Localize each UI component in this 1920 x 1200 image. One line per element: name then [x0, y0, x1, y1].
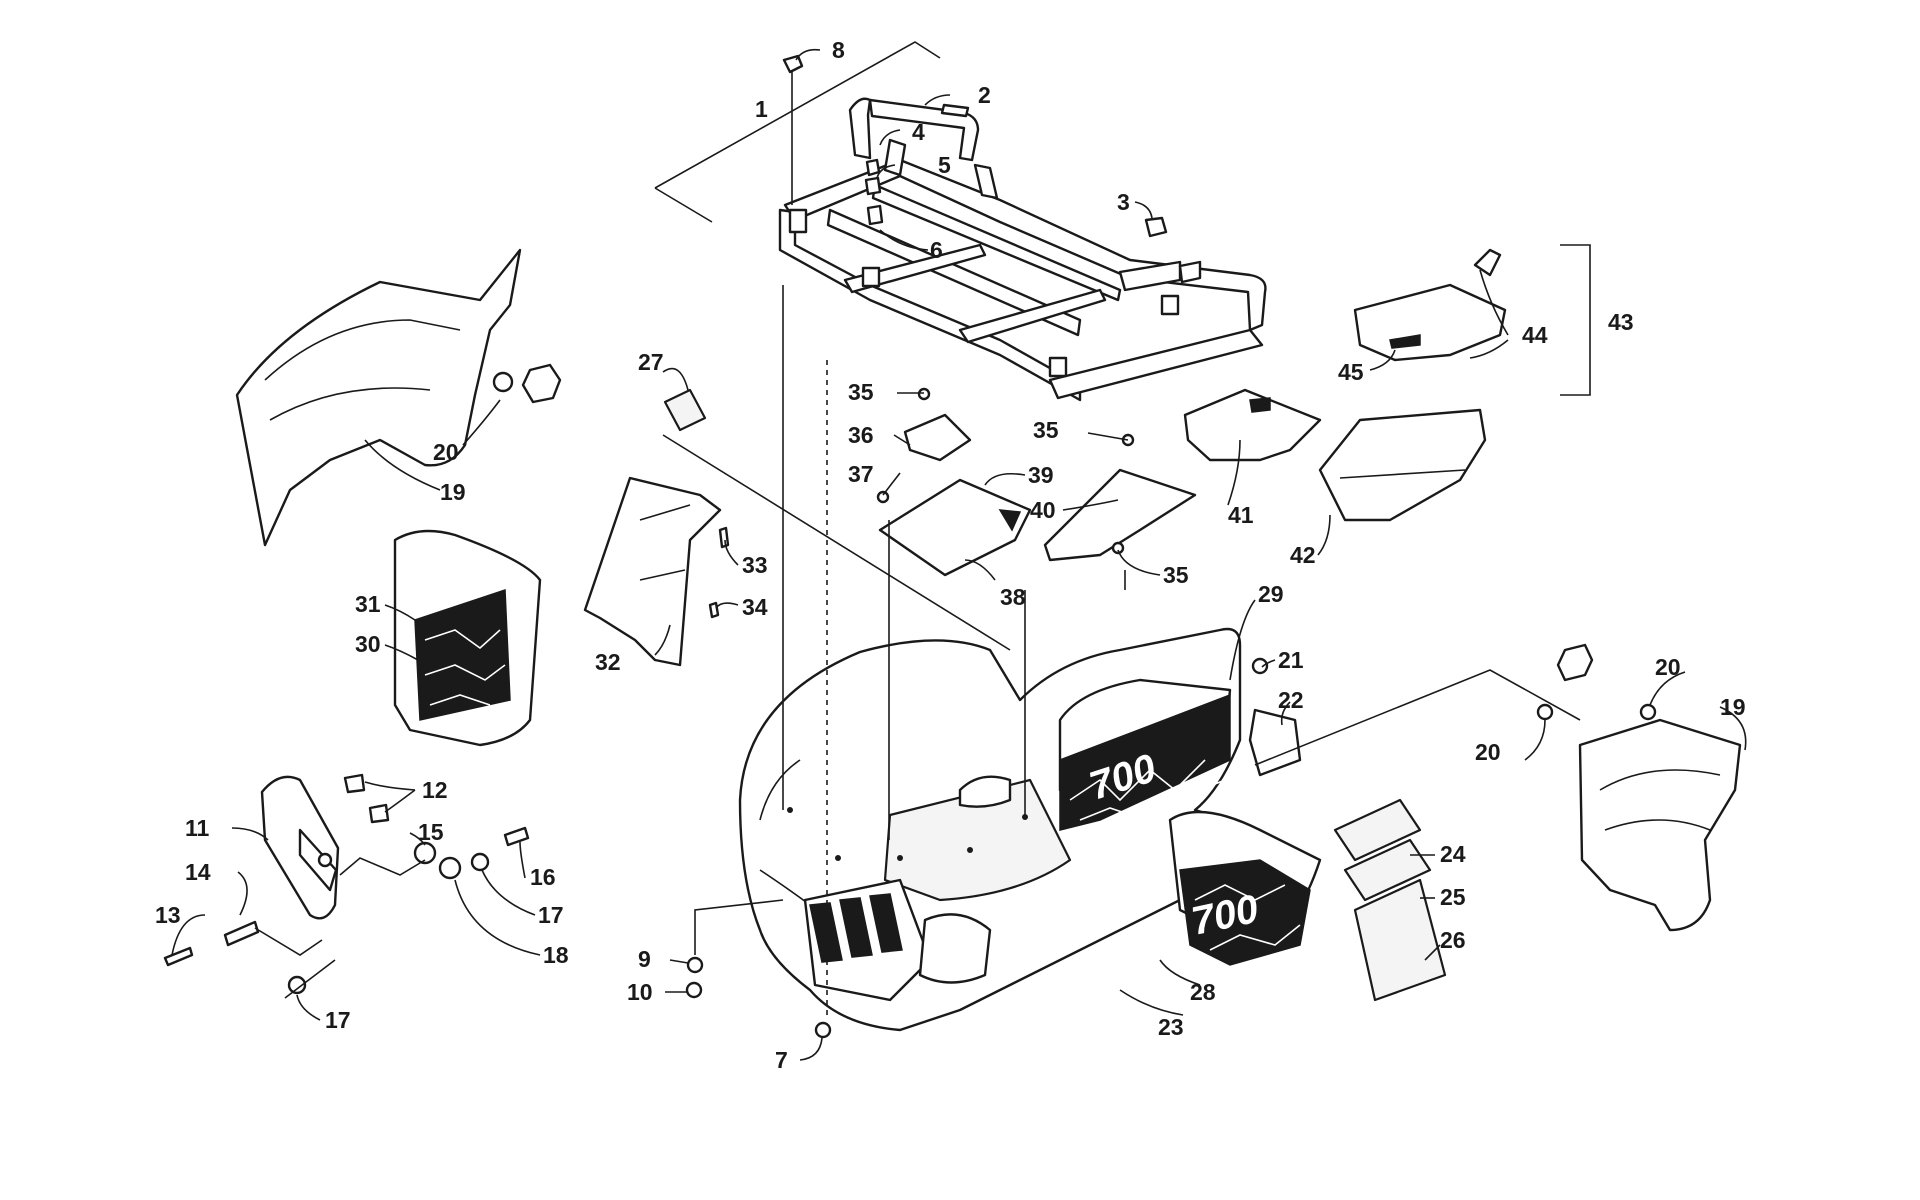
cover-40[interactable] [1043, 468, 1197, 562]
callout-2: 2 [978, 82, 991, 108]
bracket-36[interactable] [903, 413, 972, 462]
headlight-assembly[interactable] [260, 775, 340, 920]
callout-37: 37 [848, 461, 874, 487]
callout-35-low: 35 [1163, 562, 1189, 588]
callout-27: 27 [638, 349, 664, 375]
callout-22: 22 [1278, 687, 1304, 713]
callout-23: 23 [1158, 1014, 1184, 1040]
callout-34: 34 [742, 594, 768, 620]
rack-hardware[interactable] [782, 54, 1202, 284]
callout-24: 24 [1440, 841, 1466, 867]
small-hardware[interactable] [163, 363, 1657, 1039]
callout-40: 40 [1030, 497, 1056, 523]
callout-8: 8 [832, 37, 845, 63]
callout-18: 18 [543, 942, 569, 968]
left-fender-decal[interactable] [393, 529, 542, 747]
callout-labels: 8 1 2 4 5 6 3 43 44 45 27 35 36 37 39 35… [155, 37, 1746, 1073]
callout-26: 26 [1440, 927, 1466, 953]
callout-38: 38 [1000, 584, 1026, 610]
cover-41[interactable] [1183, 388, 1322, 462]
callout-43: 43 [1608, 309, 1634, 335]
callout-44: 44 [1522, 322, 1548, 348]
storage-lid-43[interactable] [1353, 248, 1507, 362]
callout-17-bottom: 17 [325, 1007, 351, 1033]
decal-plates[interactable] [1333, 798, 1447, 1002]
callout-21: 21 [1278, 647, 1304, 673]
callout-7: 7 [775, 1047, 788, 1073]
bracket-item-43 [1560, 244, 1591, 396]
front-fender-body[interactable]: 700 700 [738, 627, 1322, 1032]
callout-28: 28 [1190, 979, 1216, 1005]
front-rack[interactable] [778, 97, 1267, 402]
tray-38[interactable] [878, 478, 1032, 577]
callout-leaders [171, 48, 1747, 1061]
callout-13: 13 [155, 902, 181, 928]
right-side-panel[interactable] [1578, 718, 1742, 932]
callout-20-right: 20 [1475, 739, 1501, 765]
callout-39: 39 [1028, 462, 1054, 488]
callout-12: 12 [422, 777, 448, 803]
callout-17-right: 17 [538, 902, 564, 928]
callout-30: 30 [355, 631, 381, 657]
callout-4: 4 [912, 119, 925, 145]
callout-36: 36 [848, 422, 874, 448]
callout-3: 3 [1117, 189, 1130, 215]
callout-1: 1 [755, 96, 768, 122]
callout-10: 10 [627, 979, 653, 1005]
callout-45: 45 [1338, 359, 1364, 385]
callout-20-left: 20 [433, 439, 459, 465]
callout-14: 14 [185, 859, 211, 885]
callout-33: 33 [742, 552, 768, 578]
callout-35-top: 35 [848, 379, 874, 405]
left-side-panel[interactable] [235, 248, 522, 547]
callout-35-mid: 35 [1033, 417, 1059, 443]
callout-11: 11 [185, 815, 210, 841]
callout-19-left: 19 [440, 479, 466, 505]
callout-31: 31 [355, 591, 381, 617]
callout-5: 5 [938, 152, 951, 178]
bracket-item-1 [654, 41, 941, 223]
callout-19-right: 19 [1720, 694, 1746, 720]
callout-20-right-top: 20 [1655, 654, 1681, 680]
callout-9: 9 [638, 946, 651, 972]
storage-box-42[interactable] [1318, 408, 1487, 522]
callout-29: 29 [1258, 581, 1284, 607]
callout-42: 42 [1290, 542, 1316, 568]
callout-6: 6 [930, 237, 943, 263]
callout-16: 16 [530, 864, 556, 890]
assembly-lines [254, 285, 1581, 1020]
callout-25: 25 [1440, 884, 1466, 910]
callout-41: 41 [1228, 502, 1254, 528]
callout-32: 32 [595, 649, 621, 675]
center-inner-panel[interactable] [583, 476, 722, 667]
callout-15: 15 [418, 819, 444, 845]
